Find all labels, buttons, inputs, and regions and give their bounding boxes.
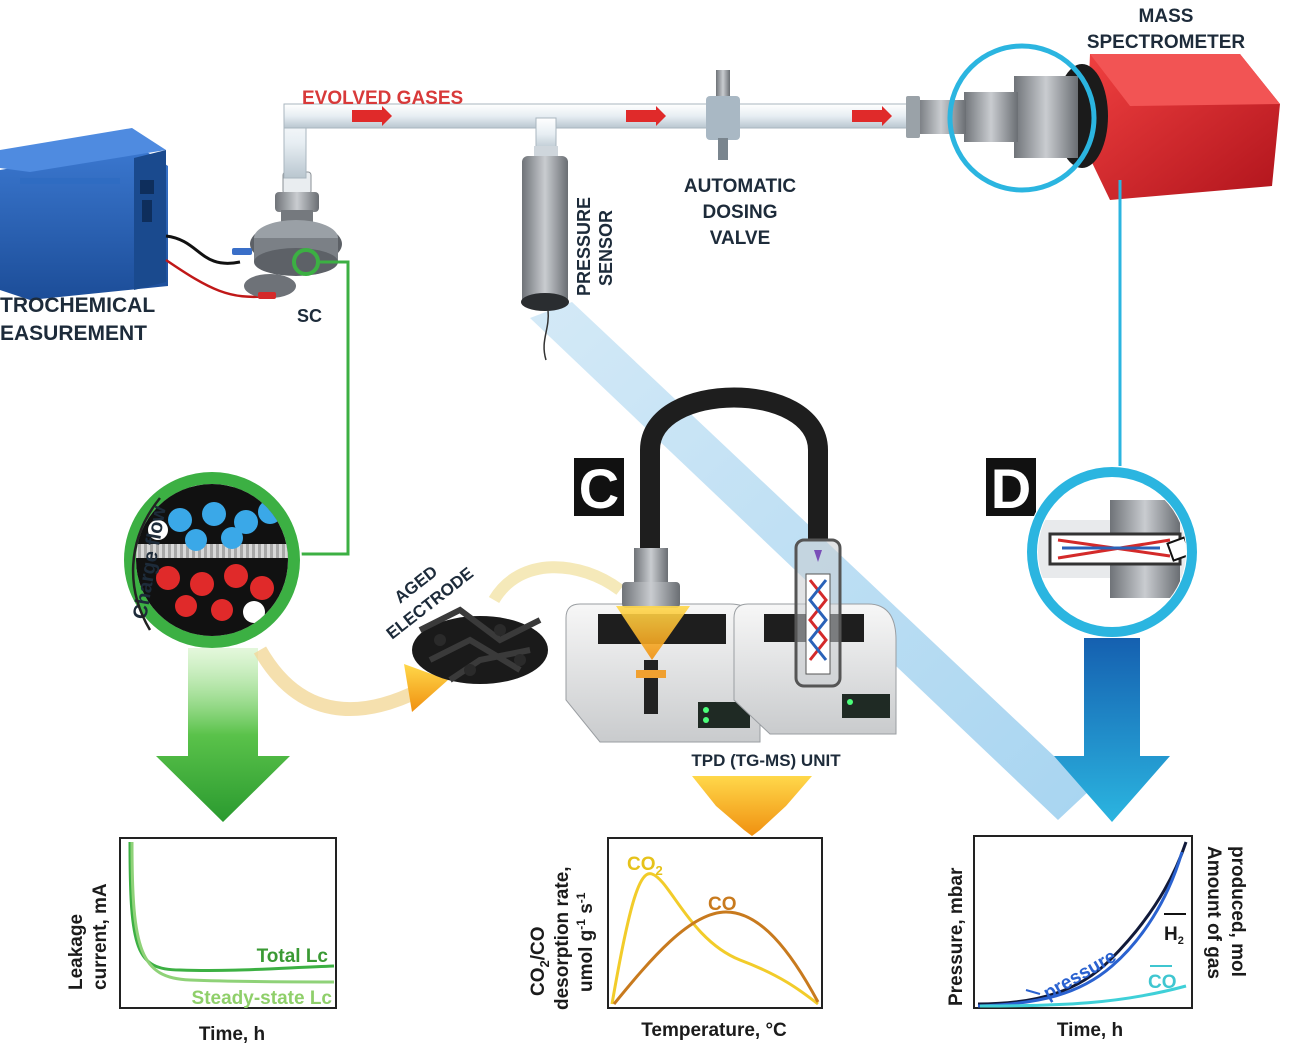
co-production-curve: [979, 984, 1187, 1008]
charge-flow-magnifier: [122, 470, 302, 650]
leakage-y-label-line1: Leakage: [66, 914, 87, 990]
pressure-chart: pressure H2 CO Time, h Pressure, mbar Am…: [946, 835, 1248, 1041]
total-lc-curve: [128, 841, 335, 973]
sc-label: SC: [297, 306, 322, 326]
desorption-x-label: Temperature, °C: [641, 1020, 787, 1041]
leakage-y-label-line2: current, mA: [90, 883, 111, 990]
mass-spec-label-line1: MASS: [1139, 6, 1194, 27]
desorption-y-label-line2: desorption rate,: [552, 866, 573, 1010]
pressure-series-arrow: [1025, 989, 1041, 995]
panel-c-box: [574, 458, 624, 516]
mass-spec-label-line2: SPECTROMETER: [1087, 32, 1246, 53]
evolved-gases-label: EVOLVED GASES: [302, 88, 463, 109]
desorption-y-label-line3: umol g-1 s-1: [574, 892, 597, 992]
amount-y-label-line1: Amount of gas: [1203, 846, 1224, 979]
dosing-valve-label-line2: DOSING: [703, 202, 778, 223]
pressure-x-label: Time, h: [1057, 1020, 1123, 1041]
cyan-down-arrow: [1054, 638, 1170, 822]
sc-connector-line: [270, 260, 350, 556]
gas-flow-arrows: [352, 106, 892, 126]
green-down-arrow: [156, 648, 290, 822]
desorption-plot-frame: [607, 837, 823, 1009]
electrochemical-device: [0, 128, 168, 300]
co-series-label: CO: [708, 894, 737, 915]
panel-c-letter: C: [579, 457, 619, 520]
tpd-unit-label: TPD (TG-MS) UNIT: [691, 751, 841, 770]
tpd-unit: [565, 387, 897, 743]
steady-state-lc-curve: [130, 841, 335, 984]
total-lc-label: Total Lc: [257, 946, 329, 967]
ms-magnifier: [1026, 466, 1198, 638]
pressure-y-label: Pressure, mbar: [946, 867, 967, 1006]
co-production-label: CO: [1148, 972, 1177, 993]
co2-series-label: CO2: [627, 854, 663, 878]
pressure-sensor-label-line2: SENSOR: [596, 210, 616, 286]
panel-d-letter: D: [991, 457, 1031, 520]
dosing-valve: [706, 70, 740, 160]
cable: [165, 258, 269, 299]
co-curve: [612, 910, 820, 1005]
cable: [165, 234, 241, 265]
leakage-x-label: Time, h: [199, 1024, 265, 1045]
electrochemical-label-line1: TROCHEMICAL: [0, 294, 155, 317]
pressure-sensor-label-line1: PRESSURE: [574, 197, 594, 296]
h2-curve: [977, 841, 1188, 1006]
amount-y-label-line2: produced, mol: [1227, 846, 1248, 977]
pressure-curve: [977, 851, 1184, 1008]
orange-down-arrow: [692, 776, 812, 836]
dosing-valve-label-line1: AUTOMATIC: [684, 176, 797, 197]
electrode-flow-arrow: [253, 646, 424, 717]
desorption-chart: CO2 CO Temperature, °C CO2/CO desorption…: [528, 837, 823, 1041]
desorption-y-label-line1: CO2/CO: [528, 926, 552, 996]
electrode-to-tpd-arrow: [488, 561, 624, 604]
steady-state-lc-label: Steady-state Lc: [192, 988, 333, 1009]
h2-series-label: H2: [1164, 924, 1184, 947]
sc-cell: [232, 171, 342, 299]
dosing-valve-label-line3: VALVE: [710, 228, 771, 249]
charge-flow-arrow: [131, 497, 161, 631]
mass-spectrometer: [906, 43, 1280, 200]
panel-d-box: [986, 458, 1036, 516]
aged-electrode: [412, 606, 548, 684]
co2-curve: [610, 872, 819, 1006]
pressure-sensor: [521, 146, 569, 361]
electrochemical-label-line2: EASUREMENT: [0, 322, 147, 345]
leakage-chart: Total Lc Steady-state Lc Time, h Leakage…: [66, 837, 337, 1045]
